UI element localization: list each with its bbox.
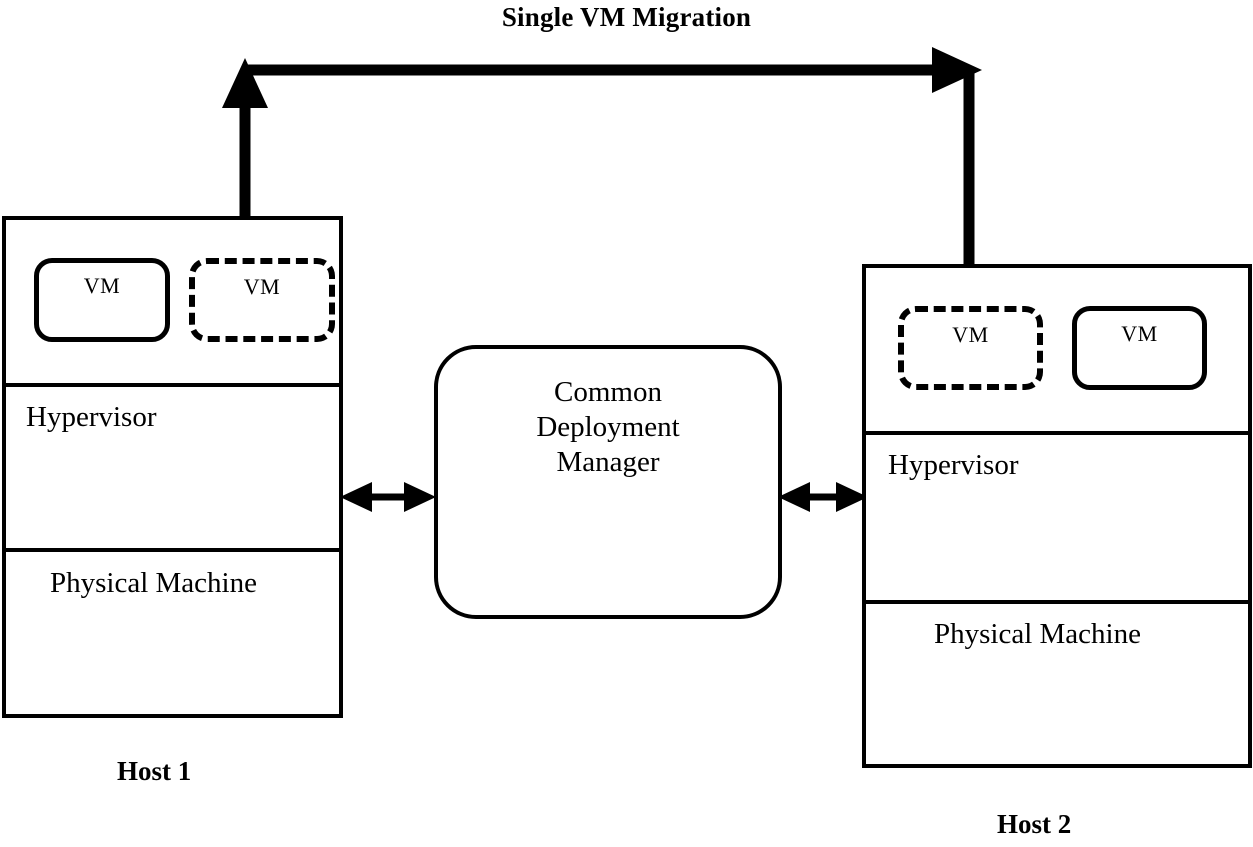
host-2-divider-vm <box>866 431 1248 435</box>
host-1-vm-dashed[interactable]: VM <box>189 258 335 342</box>
host-2-vm-dashed[interactable]: VM <box>898 306 1043 390</box>
host-1-divider-vm <box>6 383 339 387</box>
common-deployment-manager-label: Common Deployment Manager <box>536 376 680 478</box>
host-1-vm-solid[interactable]: VM <box>34 258 170 342</box>
diagram-title: Single VM Migration <box>501 2 752 32</box>
host-2-vm-solid-label: VM <box>1121 321 1158 346</box>
host-2-physical-machine-label: Physical Machine <box>934 618 1141 650</box>
host-1-divider-hypervisor <box>6 548 339 552</box>
host-2-box: VM VM Hypervisor Physical Machine <box>862 264 1252 768</box>
host-2-divider-hypervisor <box>866 600 1248 604</box>
host-2-vm-solid[interactable]: VM <box>1072 306 1207 390</box>
host-2-caption: Host 2 <box>997 809 1072 839</box>
host-1-physical-machine-label: Physical Machine <box>50 567 257 599</box>
host-2-vm-dashed-label: VM <box>952 322 989 347</box>
host-1-box: VM VM Hypervisor Physical Machine <box>2 216 343 718</box>
host-1-caption: Host 1 <box>117 756 192 786</box>
host-1-vm-dashed-label: VM <box>243 274 281 299</box>
host-1-vm-solid-label: VM <box>83 273 121 298</box>
common-deployment-manager-box[interactable]: Common Deployment Manager <box>434 345 782 619</box>
host-1-hypervisor-label: Hypervisor <box>26 401 157 433</box>
host-2-hypervisor-label: Hypervisor <box>888 449 1019 481</box>
